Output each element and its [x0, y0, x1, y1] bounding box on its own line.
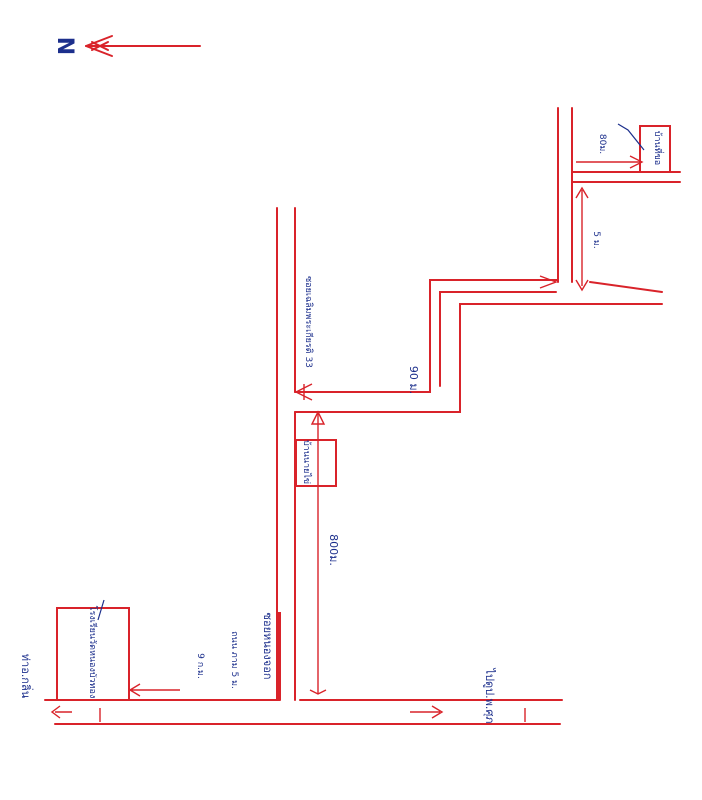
north-arrow-head — [85, 35, 113, 57]
alley-entry-arrow — [295, 383, 313, 401]
school-building-label: โรงเรียนวัดหนองบัวทอง — [87, 606, 98, 699]
school-pointer — [97, 599, 105, 621]
roadside-building-label: บ้านนายไข่ — [301, 440, 312, 484]
dimension-arrowhead — [309, 689, 327, 695]
north-label: N — [52, 37, 77, 55]
main-soi-length-label: 800ม. — [327, 534, 340, 566]
dimension-arrowhead — [575, 186, 589, 199]
alley-centre-line — [439, 291, 557, 387]
dimension-arrowhead — [575, 279, 589, 292]
school-gap-label: 9 ก.ม. — [195, 653, 205, 679]
school-building — [56, 607, 130, 701]
road-right-end-label: ไปดูป.พ.ศุภ — [483, 667, 496, 723]
north-arrow: N — [52, 35, 201, 57]
school-note-label: ถนน ภาม 5 ม. — [229, 631, 239, 689]
dimension-arrowhead — [310, 410, 326, 425]
upper-road-joint — [589, 281, 663, 293]
alley-upper-line — [294, 279, 559, 393]
final-segment-label: 80ม. — [597, 134, 607, 154]
upper-segment-label: 5 ม. — [591, 231, 601, 248]
left-direction-arrow — [50, 705, 72, 719]
right-direction-arrow — [410, 705, 444, 719]
target-building-label: บ้านที่ขอ — [652, 131, 665, 165]
road-left-end-label: ท่าอ.กลิ่น — [19, 654, 34, 699]
roadside-building — [295, 439, 337, 487]
target-building — [639, 125, 671, 173]
main-soi-name-label: ซอยหนองจอก — [261, 613, 274, 680]
alley-turn-arrow — [539, 275, 558, 289]
alley — [294, 275, 663, 413]
alley-length-label: 90 ม. — [407, 366, 420, 394]
alley-lower-line — [294, 303, 663, 413]
school-gap-arrow — [128, 683, 180, 697]
main-soi-hatch — [277, 612, 281, 700]
target-building-pointer — [617, 123, 645, 151]
dimension-arrowhead — [629, 155, 644, 169]
alley-name-label: ซอยเฉลิมพระเกียรติ 33 — [303, 276, 314, 368]
